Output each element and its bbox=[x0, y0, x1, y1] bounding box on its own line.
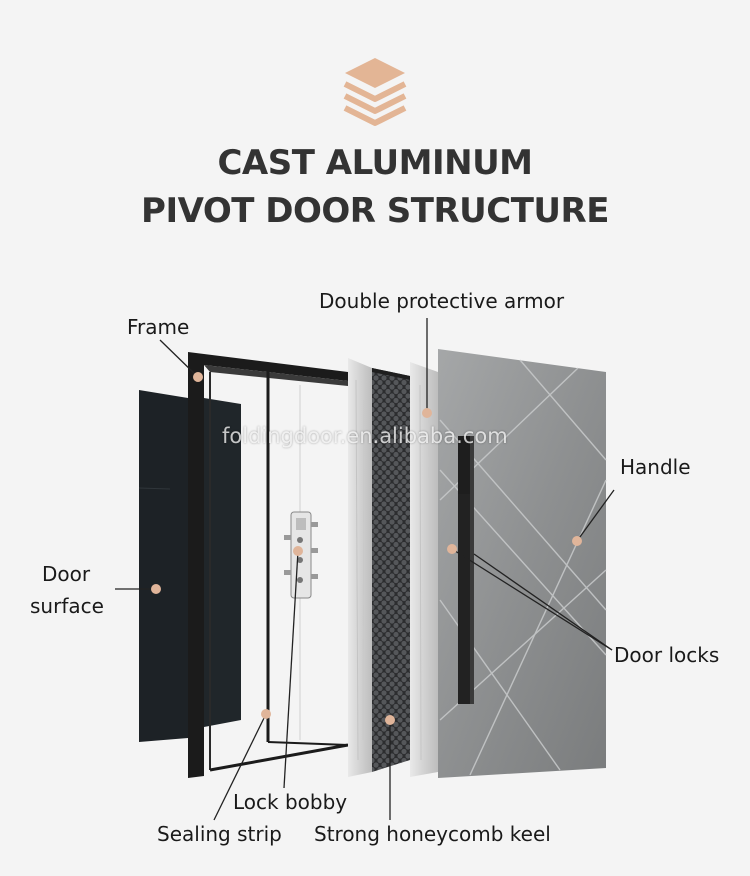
marker-armor bbox=[422, 408, 432, 418]
marker-honeycomb bbox=[385, 715, 395, 725]
door-frame bbox=[188, 352, 349, 778]
armor-panel-back bbox=[410, 362, 438, 777]
marker-door-surface bbox=[151, 584, 161, 594]
markers bbox=[151, 372, 582, 725]
armor-panel-front bbox=[348, 358, 372, 777]
marker-door-locks bbox=[447, 544, 457, 554]
label-double-protective-armor: Double protective armor bbox=[319, 289, 565, 313]
label-door-locks: Door locks bbox=[614, 643, 720, 667]
label-door-surface-line1: Door bbox=[42, 562, 91, 586]
title-line-1: CAST ALUMINUM bbox=[217, 143, 533, 183]
leader-lines bbox=[115, 318, 615, 821]
watermark: foldingdoor.en.alibaba.com bbox=[222, 424, 508, 448]
label-door-surface-line2: surface bbox=[30, 594, 104, 618]
label-handle: Handle bbox=[620, 455, 691, 479]
label-sealing-strip: Sealing strip bbox=[157, 822, 282, 846]
marker-sealing-strip bbox=[261, 709, 271, 719]
title-line-2: PIVOT DOOR STRUCTURE bbox=[141, 191, 609, 231]
marker-lock-bobby bbox=[293, 546, 303, 556]
label-lock-bobby: Lock bobby bbox=[233, 790, 348, 814]
marker-handle bbox=[572, 536, 582, 546]
door-main-panel bbox=[438, 349, 607, 778]
marker-frame bbox=[193, 372, 203, 382]
label-strong-honeycomb-keel: Strong honeycomb keel bbox=[314, 822, 551, 846]
layers-icon bbox=[343, 58, 407, 126]
label-frame: Frame bbox=[127, 315, 190, 339]
honeycomb-keel bbox=[372, 368, 410, 772]
